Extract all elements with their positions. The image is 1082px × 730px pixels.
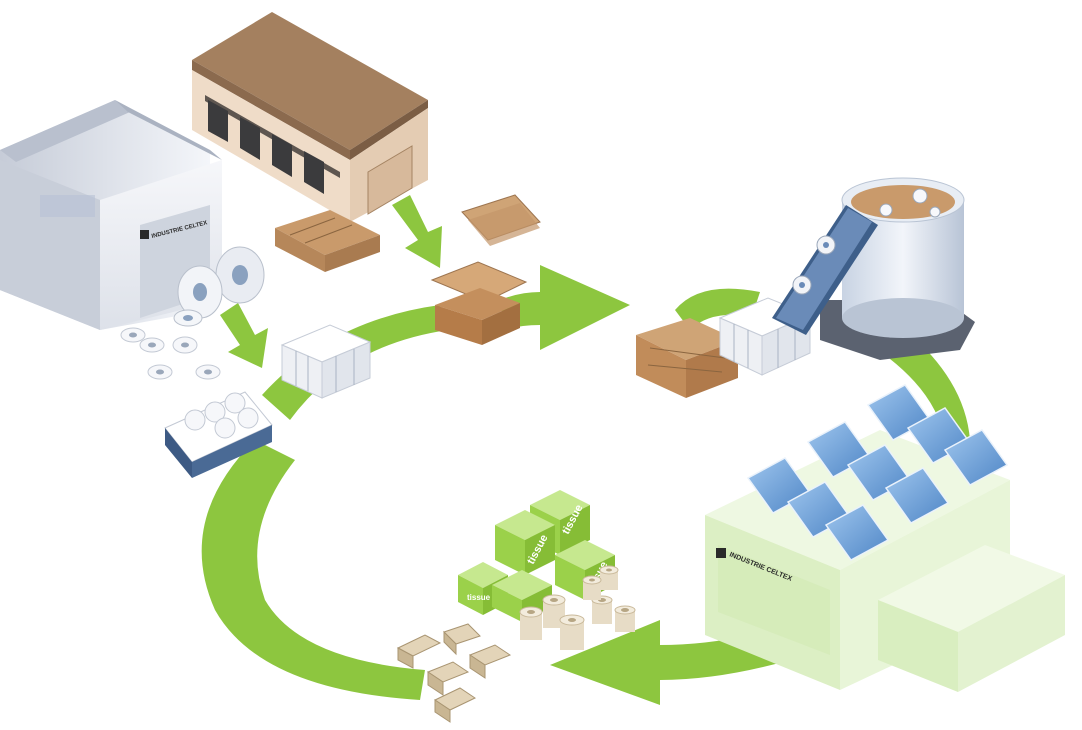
roll-crate <box>164 391 273 478</box>
flow-arrow-top <box>500 265 630 350</box>
pulper-tank <box>820 177 975 360</box>
loose-cardboard <box>461 194 541 246</box>
wooden-blocks <box>396 623 512 723</box>
paper-reels <box>173 246 265 327</box>
tissue-rolls <box>120 327 221 380</box>
tissue-box-mid-left: tissue <box>495 510 555 575</box>
flow-arrow-warehouse-to-bale <box>220 303 268 368</box>
cardboard-stack-top <box>275 210 380 272</box>
flow-arrow-building-to-cardboard <box>392 195 442 268</box>
solar-panels <box>746 384 1009 561</box>
tissue-boxes: tissue tissue tissue tissue <box>458 490 615 622</box>
grey-warehouse: INDUSTRIE CELTEX <box>0 100 222 330</box>
cardboard-box <box>430 261 528 345</box>
white-bale-left <box>280 324 372 399</box>
tissue-mill: INDUSTRIE CELTEX <box>705 430 1065 692</box>
paper-cores <box>519 565 636 650</box>
flow-arrow-right-arc <box>675 288 760 330</box>
tissue-box-label-4: tissue <box>467 593 491 602</box>
brown-building <box>192 12 428 222</box>
conveyor-belt <box>772 205 878 335</box>
flow-arrow-left-arc <box>201 440 425 700</box>
